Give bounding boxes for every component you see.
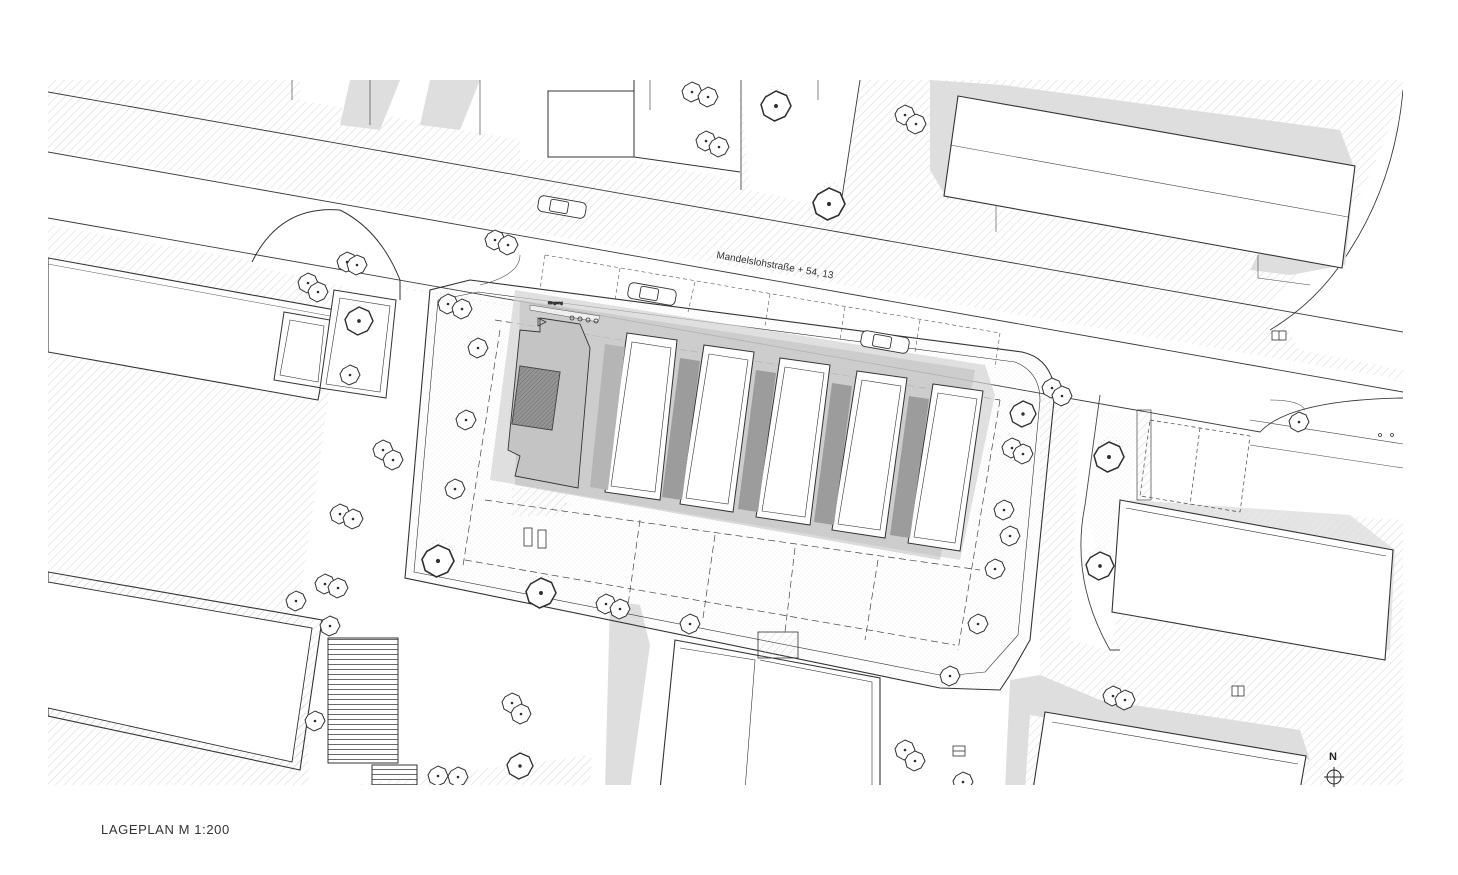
- buildings-north: [291, 80, 819, 190]
- buildings-south: [659, 499, 1394, 785]
- street-furniture: [952, 330, 1394, 757]
- entrance-label: Eingang: [548, 300, 563, 305]
- planters: [251, 209, 401, 399]
- north-label: N: [1329, 751, 1337, 763]
- buildings-west: [48, 257, 418, 785]
- parking-east: [1080, 394, 1403, 651]
- building-north-east: [943, 95, 1356, 286]
- north-arrow-icon: N: [1324, 751, 1344, 787]
- entrance: Eingang: [512, 300, 599, 549]
- plan-drawing: Eingang: [48, 80, 1403, 785]
- pavilion-bays: [590, 332, 984, 552]
- parking-row: [479, 254, 1001, 369]
- plan-title: LAGEPLAN M 1:200: [101, 822, 230, 837]
- car-icon: [537, 195, 910, 354]
